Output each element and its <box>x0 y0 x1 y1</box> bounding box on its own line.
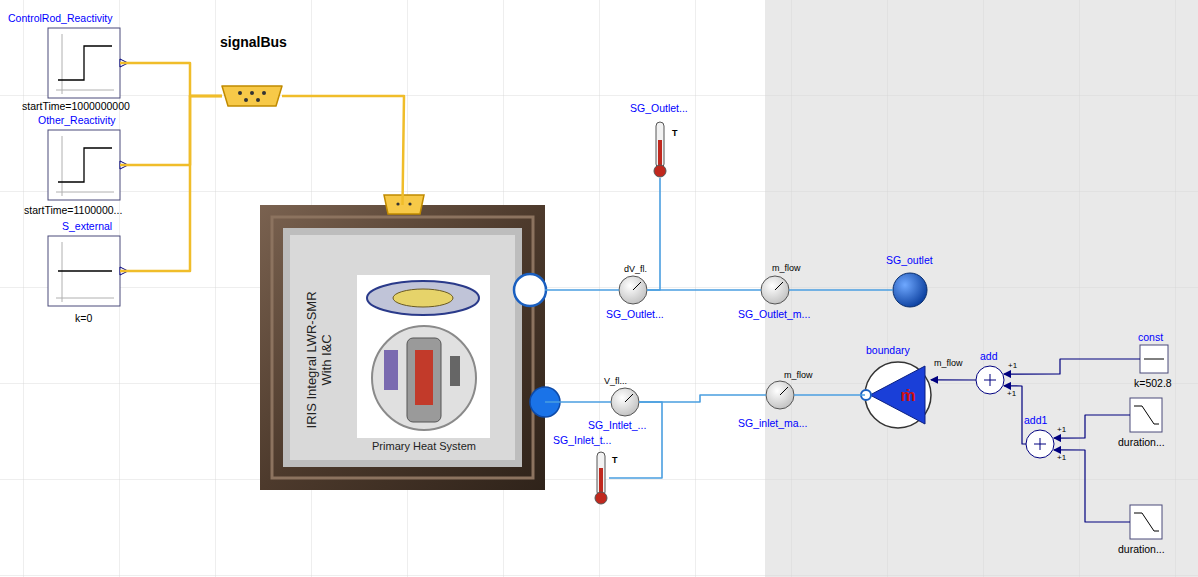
fluid-pipe <box>545 401 611 403</box>
node-label: +1 <box>1007 389 1016 398</box>
flow-sensor <box>611 276 794 416</box>
node-label: add1 <box>1024 414 1047 426</box>
fluid-pipe <box>639 395 766 402</box>
node-label: +1 <box>1057 425 1066 434</box>
signal-wire <box>1004 359 1140 374</box>
node-label: T <box>612 455 618 465</box>
adder-block: add1+1+1 <box>1026 430 1054 458</box>
fluid-pipe <box>647 289 761 291</box>
node-label: add <box>980 350 998 362</box>
fluid-pipe <box>609 402 662 478</box>
signal-wire <box>1054 450 1130 522</box>
node-label: SG_inlet_ma... <box>738 417 807 429</box>
vertical-title: IRIS Integral LWR-SMR With I&C <box>305 290 335 430</box>
node-label: SG_Outlet_m... <box>738 308 810 320</box>
node-label: SG_Outlet... <box>606 308 664 320</box>
step-icon <box>48 130 128 200</box>
ramp-block: duration... <box>1130 505 1162 539</box>
node-label: m_flow <box>934 358 963 368</box>
node-label: const <box>1138 331 1163 343</box>
fluid-port <box>514 274 546 306</box>
bus-wire <box>282 96 404 205</box>
mass-flow-source <box>861 362 931 428</box>
signal-wire <box>931 379 976 380</box>
mass-flow-source: boundarym_flowṁ <box>865 362 931 428</box>
node-label: duration... <box>1118 436 1165 448</box>
node-label: m_flow <box>772 263 801 273</box>
fluid-pipe <box>647 178 660 290</box>
reactor-system: IRIS Integral LWR-SMR With I&C Primary He… <box>260 205 545 490</box>
step-source: ControlRod_ReactivitystartTime=100000000… <box>48 28 120 98</box>
adder-block: add+1+1 <box>976 366 1004 394</box>
step-icon <box>48 28 128 98</box>
node-label: startTime=1100000... <box>24 204 122 216</box>
signal-wire <box>1004 386 1026 444</box>
node-label: SG_outlet <box>886 254 933 266</box>
node-label: ControlRod_Reactivity <box>8 12 112 24</box>
node-label: dV_fl. <box>624 264 647 274</box>
node-label: SG_Outlet... <box>630 102 688 114</box>
node-label: signalBus <box>220 34 287 50</box>
node-label: +1 <box>1008 361 1017 370</box>
node-label: k=0 <box>75 312 92 324</box>
node-label: S_external <box>62 220 112 232</box>
ramp-icon <box>1130 398 1162 539</box>
signal-wire <box>1054 415 1130 438</box>
const-icon <box>48 236 128 306</box>
node-label: boundary <box>866 344 910 356</box>
node-label: k=502.8 <box>1134 377 1172 389</box>
node-label: duration... <box>1118 543 1165 555</box>
ramp-block: duration... <box>1130 398 1162 432</box>
sink-boundary <box>893 273 927 307</box>
step-source: Other_ReactivitystartTime=1100000... <box>48 130 120 200</box>
bus-connector <box>222 86 282 106</box>
bus-wire <box>120 63 222 96</box>
iris-frame <box>260 205 545 490</box>
fluid-pipe <box>545 289 619 291</box>
bus-connector <box>384 195 424 214</box>
node-label: V_fl... <box>604 376 627 386</box>
signal-bus: signalBus <box>222 84 282 108</box>
node-label: ṁ <box>900 386 915 406</box>
node-label: SG_Inlet_t... <box>553 434 611 446</box>
adder-symbol <box>976 366 1054 458</box>
temperature-sensor <box>595 452 607 504</box>
sink-boundary: SG_outlet <box>893 273 927 307</box>
node-label: SG_Intlet_... <box>588 419 646 431</box>
node-label: Primary Heat System <box>372 440 476 453</box>
mass-flow-sensor: m_flowSG_Outlet_m... <box>761 276 789 304</box>
node-label: T <box>672 128 678 138</box>
bus-wire <box>120 96 222 165</box>
node-label: +1 <box>1057 453 1066 462</box>
fluid-pipe <box>789 289 893 291</box>
temperature-sensor <box>654 122 666 177</box>
fluid-pipe <box>794 394 865 396</box>
temperature-sensor: SG_Inlet_t...T <box>593 452 609 504</box>
mass-flow-sensor: m_flowSG_inlet_ma... <box>766 381 794 409</box>
node-label: m_flow <box>784 370 813 380</box>
node-label: startTime=1000000000 <box>22 100 130 112</box>
bus-wire <box>120 96 222 271</box>
volume-flow-sensor: dV_fl.SG_Outlet... <box>619 276 647 304</box>
const-source: S_externalk=0 <box>48 236 120 306</box>
temperature-sensor: SG_Outlet...T <box>652 122 668 178</box>
const-block: constk=502.8 <box>1140 345 1168 373</box>
node-label: Other_Reactivity <box>38 114 116 126</box>
const-icon <box>1140 345 1168 373</box>
volume-flow-sensor: V_fl...SG_Intlet_... <box>611 388 639 416</box>
